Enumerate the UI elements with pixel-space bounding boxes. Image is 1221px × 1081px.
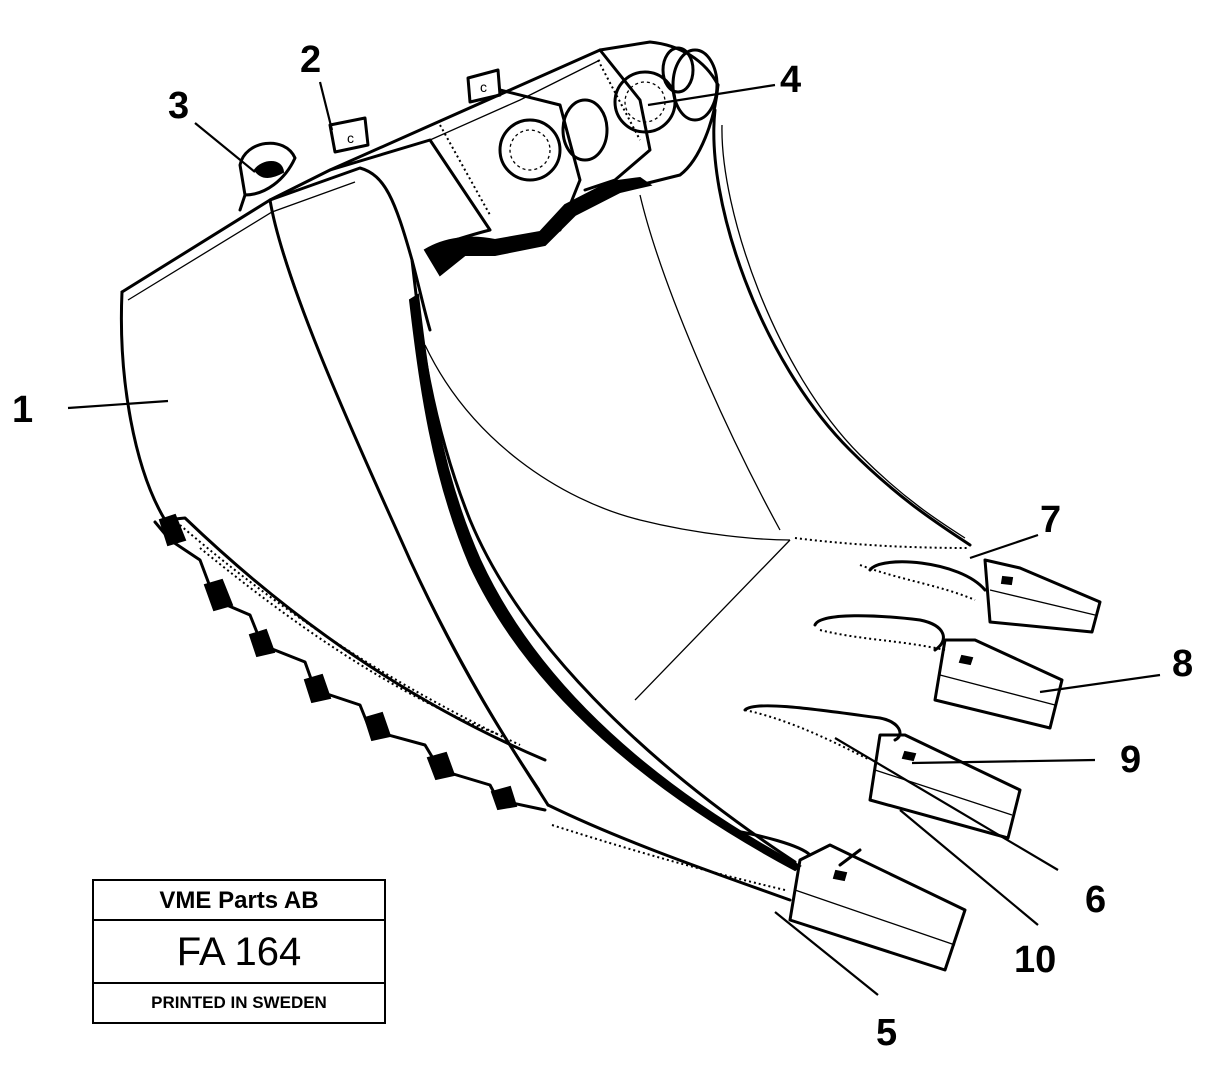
callout-10: 10: [1014, 939, 1056, 981]
leader-6: [834, 737, 1059, 871]
callout-4: 4: [780, 59, 801, 101]
callout-1: 1: [12, 389, 33, 431]
tooth-4: [788, 843, 967, 972]
mounting-bracket: [268, 40, 720, 277]
company-name: VME Parts AB: [94, 881, 384, 921]
drawing-code: FA 164: [94, 921, 384, 984]
tooth-3: [868, 733, 1022, 840]
callout-5: 5: [876, 1012, 897, 1054]
lifting-eye: [238, 141, 297, 212]
callout-3: 3: [168, 85, 189, 127]
stamp-plate-2: [466, 68, 502, 104]
callout-6: 6: [1085, 879, 1106, 921]
callout-2: 2: [300, 39, 321, 81]
stamp-letter-2: c: [480, 79, 487, 95]
tooth-2: [933, 638, 1064, 730]
callout-8: 8: [1172, 643, 1193, 685]
callout-7: 7: [1040, 499, 1061, 541]
leader-8: [1039, 673, 1161, 694]
cutting-edge-welds: [743, 537, 987, 761]
bucket-bottom-wear-strips: [153, 513, 547, 812]
stamp-plate-1: [328, 116, 370, 154]
pin-bosses: [498, 46, 719, 182]
bucket-right-plate: [634, 108, 972, 701]
leader-lines: [67, 81, 1161, 996]
bucket-side-plate: [119, 166, 550, 807]
leader-3: [194, 122, 256, 173]
printed-note: PRINTED IN SWEDEN: [151, 993, 327, 1012]
bucket-inner-plate: [408, 194, 802, 902]
leader-9: [911, 758, 1096, 765]
callout-9: 9: [1120, 739, 1141, 781]
title-block: VME Parts AB FA 164 PRINTED IN SWEDEN: [92, 879, 386, 1024]
leader-7: [969, 533, 1039, 560]
leader-10: [899, 809, 1039, 926]
callout-numbers: 1 2 3 4 5 6 7 8 9 10: [12, 39, 1193, 1054]
leader-5: [774, 911, 879, 996]
rear-pin-boss: [498, 118, 562, 182]
tooth-1: [983, 558, 1102, 634]
leader-4: [647, 83, 776, 107]
leader-2: [318, 81, 334, 131]
stamp-letter-1: c: [347, 130, 354, 146]
leader-1: [67, 399, 169, 410]
stamp-plates: c c: [328, 68, 502, 154]
teeth: [728, 558, 1102, 972]
